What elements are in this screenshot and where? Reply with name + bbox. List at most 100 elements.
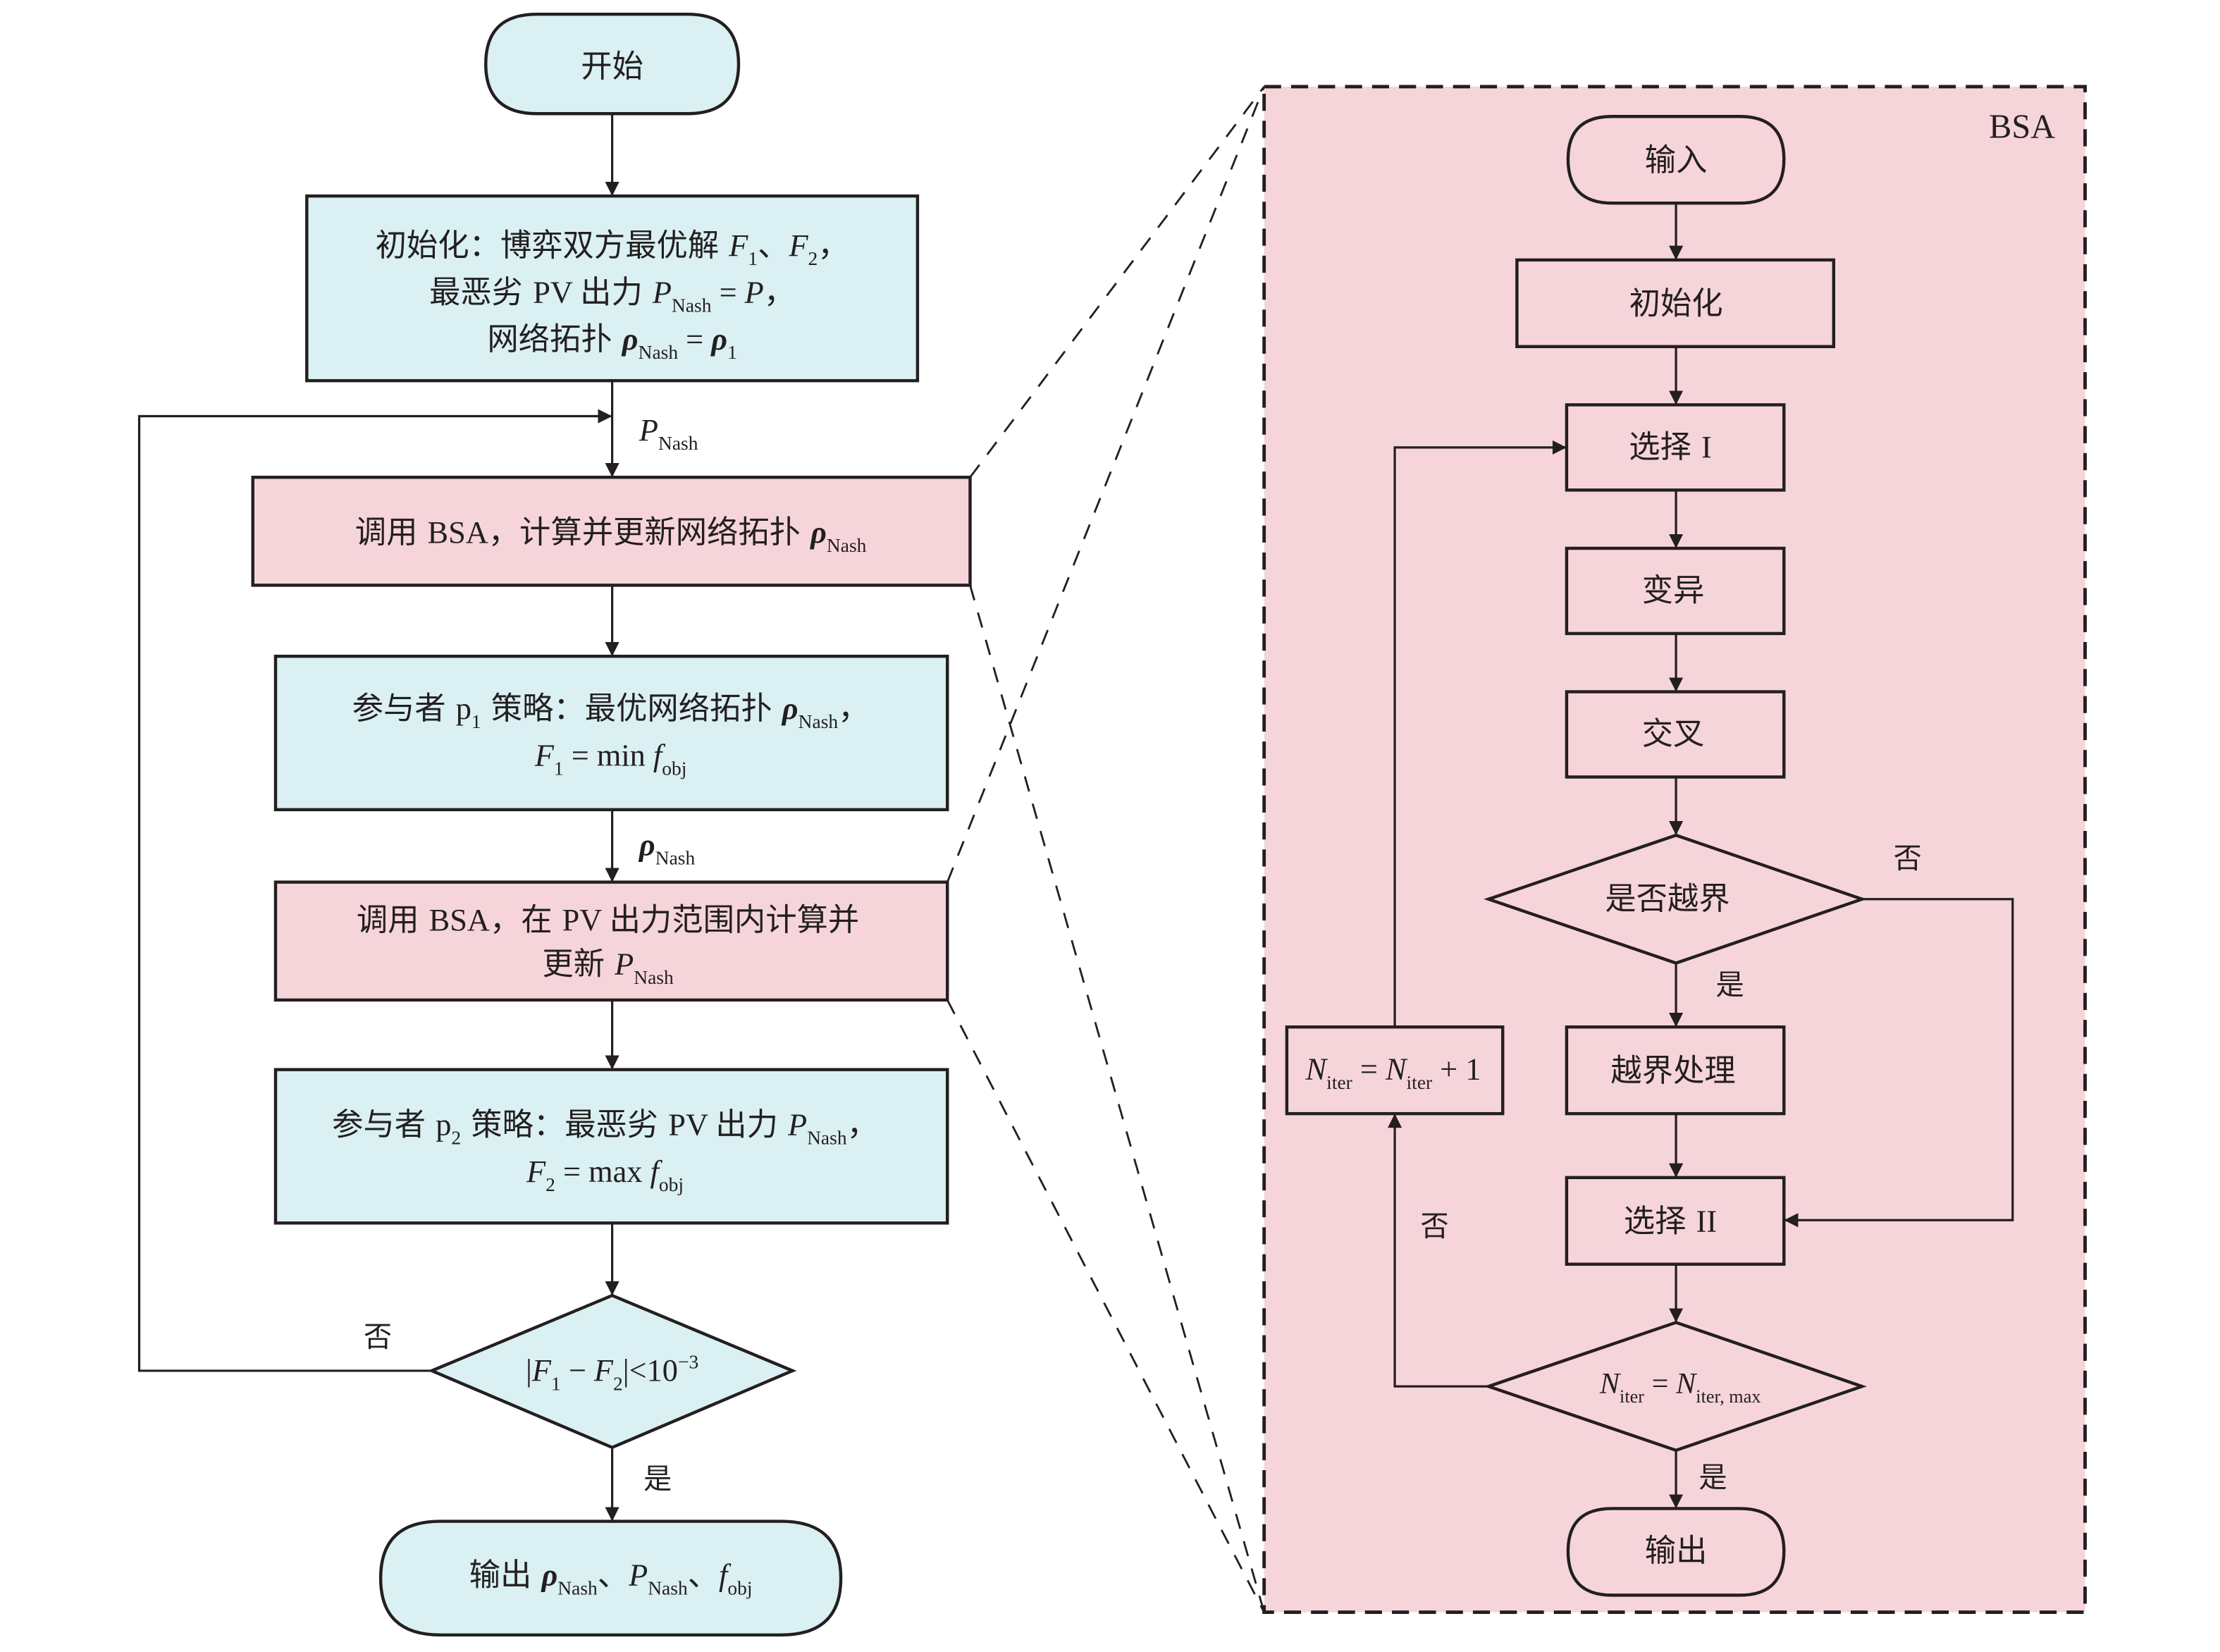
text-line: 调用 BSA，在 PV 出力范围内计算并	[357, 902, 859, 938]
text-run: 输入	[1645, 142, 1708, 178]
text-run: F	[526, 1154, 546, 1189]
subscript: 2	[808, 248, 818, 269]
start-terminal: 开始	[484, 12, 741, 116]
text-run: 初始化	[1629, 285, 1723, 321]
text-run: ρ	[710, 321, 727, 357]
text-run: ，在	[490, 902, 562, 938]
projection-line-1	[969, 86, 1265, 479]
text-run: ρ	[638, 827, 655, 862]
text-run: 变异	[1642, 573, 1705, 609]
projection-line-3	[946, 86, 1265, 883]
text-run: p	[436, 1107, 451, 1142]
convergence-decision: |F1 − F2|<10−3	[427, 1293, 797, 1450]
text-run: + 1	[1432, 1052, 1481, 1087]
text-run: 开始	[581, 49, 643, 85]
output-terminal: 输出 ρNash、PNash、fobj	[378, 1520, 843, 1637]
text-run: ρ	[621, 321, 639, 357]
text-line: 越界处理	[1610, 1053, 1735, 1089]
bsa-select1-process: 选择 I	[1565, 403, 1786, 492]
text-line: 网络拓扑 ρNash = ρ1	[487, 321, 737, 363]
bsa-mutation-label: 变异	[1642, 573, 1705, 609]
bsa-crossover-process: 交叉	[1565, 690, 1786, 779]
init-process: 初始化：博弈双方最优解 F1、F2，最恶劣 PV 出力 PNash = P，网络…	[305, 194, 920, 383]
superscript: −3	[678, 1351, 698, 1372]
text-run: 调用	[355, 514, 428, 550]
text-run: F	[788, 228, 808, 263]
text-run: P	[652, 274, 672, 309]
text-run: =	[1352, 1052, 1386, 1087]
projection-line-4	[946, 999, 1265, 1613]
text-run: N	[1675, 1367, 1698, 1400]
text-run: 交叉	[1642, 716, 1705, 752]
bsa-iter-check-label: Niter = Niter, max	[1599, 1367, 1761, 1407]
bsa-boundary-check-decision: 是否越界	[1484, 833, 1867, 965]
text-line: 选择 II	[1624, 1203, 1717, 1239]
text-line: 输入	[1645, 142, 1708, 178]
text-line: 最恶劣 PV 出力 PNash = P，	[429, 274, 795, 316]
text-run: P	[744, 274, 764, 309]
text-run: ρ	[809, 514, 827, 550]
text-run: ，	[847, 1107, 878, 1142]
bsa-mutation-process: 变异	[1565, 546, 1786, 636]
loop-back-line	[137, 409, 612, 1372]
text-run: ，	[838, 691, 869, 727]
text-run: P	[614, 947, 634, 982]
bsa-crossover-label: 交叉	[1642, 716, 1705, 752]
bsa-iter-loop-line	[1388, 1114, 1489, 1388]
text-run: 、	[598, 1557, 629, 1593]
text-run: ，	[818, 228, 849, 264]
text-line: 参与者 p1 策略：最优网络拓扑 ρNash，	[352, 691, 870, 732]
text-run: 、	[758, 228, 789, 264]
text-line: 输出	[1645, 1533, 1708, 1569]
text-run: BSA	[428, 514, 488, 550]
text-run: 更新	[542, 947, 615, 982]
text-run: 、	[688, 1557, 719, 1593]
subscript: Nash	[658, 433, 698, 454]
text-run: =	[1644, 1367, 1676, 1400]
subscript: 1	[727, 342, 737, 363]
bsa-select2-label: 选择 II	[1624, 1203, 1717, 1239]
bsa-boundary-check-label: 是否越界	[1605, 881, 1729, 917]
bsa-iter-check-decision: Niter = Niter, max	[1484, 1321, 1867, 1453]
subscript: obj	[662, 758, 686, 779]
text-run: = max	[555, 1154, 650, 1189]
bsa-output-label: 输出	[1645, 1533, 1708, 1569]
text-run: PV	[533, 274, 580, 309]
text-line: 更新 PNash	[542, 947, 674, 988]
bsa-iter-to-select1-line	[1393, 440, 1567, 1026]
text-run: ρ	[781, 691, 798, 726]
text-run: I	[1701, 429, 1712, 464]
text-line: PNash	[639, 412, 698, 454]
bsa-output-terminal: 输出	[1566, 1507, 1786, 1597]
text-run: 调用	[357, 902, 429, 938]
decision-yes-label: 是	[643, 1462, 672, 1496]
text-run: 初始化：博弈双方最优解	[376, 228, 729, 264]
text-run: 选择	[1624, 1203, 1696, 1239]
text-run: N	[1385, 1052, 1408, 1087]
text-run: P	[628, 1557, 648, 1592]
player2-label: 参与者 p2 策略：最恶劣 PV 出力 PNash，F2 = max fobj	[332, 1107, 878, 1195]
decision-no-label: 否	[364, 1321, 392, 1354]
text-run: 策略：最优网络拓扑	[481, 691, 782, 727]
text-line: 交叉	[1642, 716, 1705, 752]
text-run: 选择	[1629, 429, 1701, 465]
text-line: Niter = Niter, max	[1599, 1367, 1761, 1407]
text-line: 初始化	[1629, 285, 1723, 321]
text-line: F1 = min fobj	[534, 737, 686, 779]
text-line: |F1 − F2|<10−3	[526, 1351, 698, 1394]
bsa-boundary-yes-label: 是	[1716, 968, 1744, 1001]
text-line: 变异	[1642, 573, 1705, 609]
bsa-init-process: 初始化	[1515, 258, 1836, 348]
text-run: p	[456, 691, 471, 726]
text-run: ，	[764, 274, 795, 310]
bsa-boundary-handle-process: 越界处理	[1565, 1025, 1786, 1116]
subscript: Nash	[634, 967, 674, 988]
subscript: obj	[659, 1174, 684, 1195]
text-run: PV	[668, 1107, 715, 1142]
text-line: Niter = Niter + 1	[1305, 1052, 1481, 1093]
text-run: P	[787, 1107, 807, 1142]
subscript: 2	[451, 1128, 461, 1149]
text-run: P	[639, 412, 658, 448]
text-run: F	[531, 1352, 552, 1388]
bsa-init-label: 初始化	[1629, 285, 1723, 321]
